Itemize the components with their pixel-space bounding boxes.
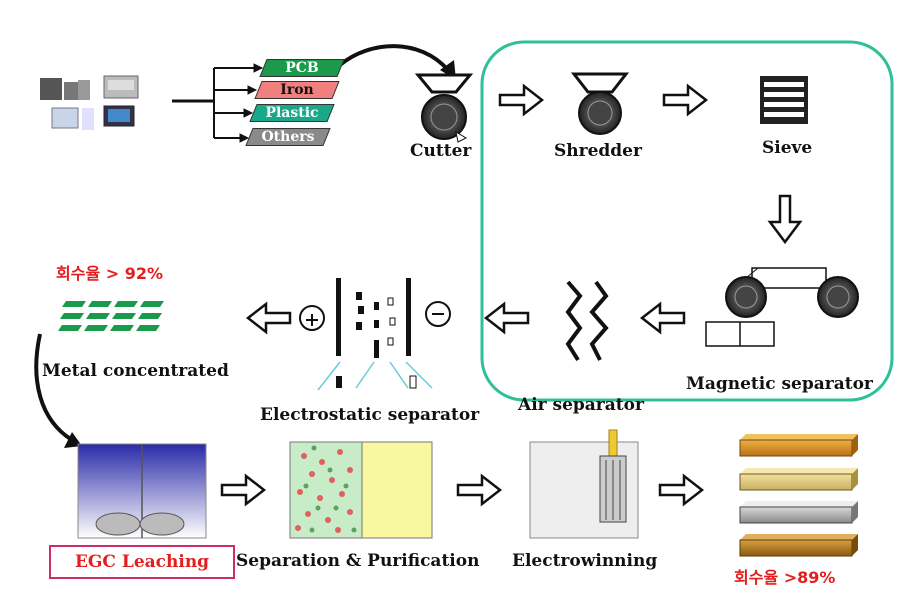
arrow-air-to-electrostatic [483, 301, 530, 335]
category-pcb-label: PCB [285, 60, 319, 76]
metal-recovery-rate: 회수율 > 92% [56, 264, 164, 283]
metal-concentrate-icon [58, 301, 164, 331]
electrowinning-cell-icon [529, 429, 639, 539]
air-separator-icon [565, 280, 609, 362]
category-others-label: Others [261, 129, 315, 145]
cutter-icon [414, 73, 474, 143]
arrow-shredder-to-sieve [662, 83, 709, 117]
metal-concentrated-label: Metal concentrated [42, 361, 229, 381]
egc-leaching-label: EGC Leaching [74, 552, 210, 572]
magnetic-separator-icon [705, 267, 859, 347]
final-recovery-rate: 회수율 >89% [734, 568, 836, 587]
arrow-magnetic-to-air [639, 301, 686, 335]
separation-purification-icon [289, 441, 433, 539]
category-branch-lines [172, 63, 264, 143]
magnetic-separator-label: Magnetic separator [686, 374, 873, 394]
egc-leaching-label-box: EGC Leaching [49, 545, 235, 579]
shredder-icon [570, 72, 630, 135]
category-plastic: Plastic [249, 104, 335, 122]
arrow-separation-to-electrowinning [456, 473, 503, 507]
cutter-label: Cutter [410, 141, 472, 161]
arrow-sieve-to-magnetic [767, 194, 803, 245]
arrow-electrostatic-to-metal [245, 301, 292, 335]
electrowinning-label: Electrowinning [512, 551, 658, 571]
category-iron: Iron [254, 81, 340, 99]
electrostatic-separator-icon [299, 278, 451, 391]
category-plastic-label: Plastic [265, 105, 319, 121]
sieve-label: Sieve [762, 138, 813, 158]
electrostatic-separator-label: Electrostatic separator [260, 405, 480, 425]
metal-product-bars [739, 434, 858, 557]
leaching-tank-icon [77, 443, 207, 539]
arrow-electrowinning-to-products [658, 473, 705, 507]
arrow-cutter-to-shredder [498, 83, 545, 117]
category-iron-label: Iron [280, 82, 314, 98]
e-waste-devices-image [40, 75, 139, 130]
curved-arrow-metal-to-leaching [34, 333, 82, 448]
arrow-leaching-to-separation [220, 473, 267, 507]
sieve-icon [760, 76, 808, 124]
category-pcb: PCB [259, 59, 345, 77]
separation-purification-label: Separation & Purification [236, 551, 480, 571]
shredder-label: Shredder [554, 141, 642, 161]
mechanical-process-frame [480, 40, 894, 402]
category-others: Others [245, 128, 331, 146]
air-separator-label: Air separator [518, 395, 644, 415]
